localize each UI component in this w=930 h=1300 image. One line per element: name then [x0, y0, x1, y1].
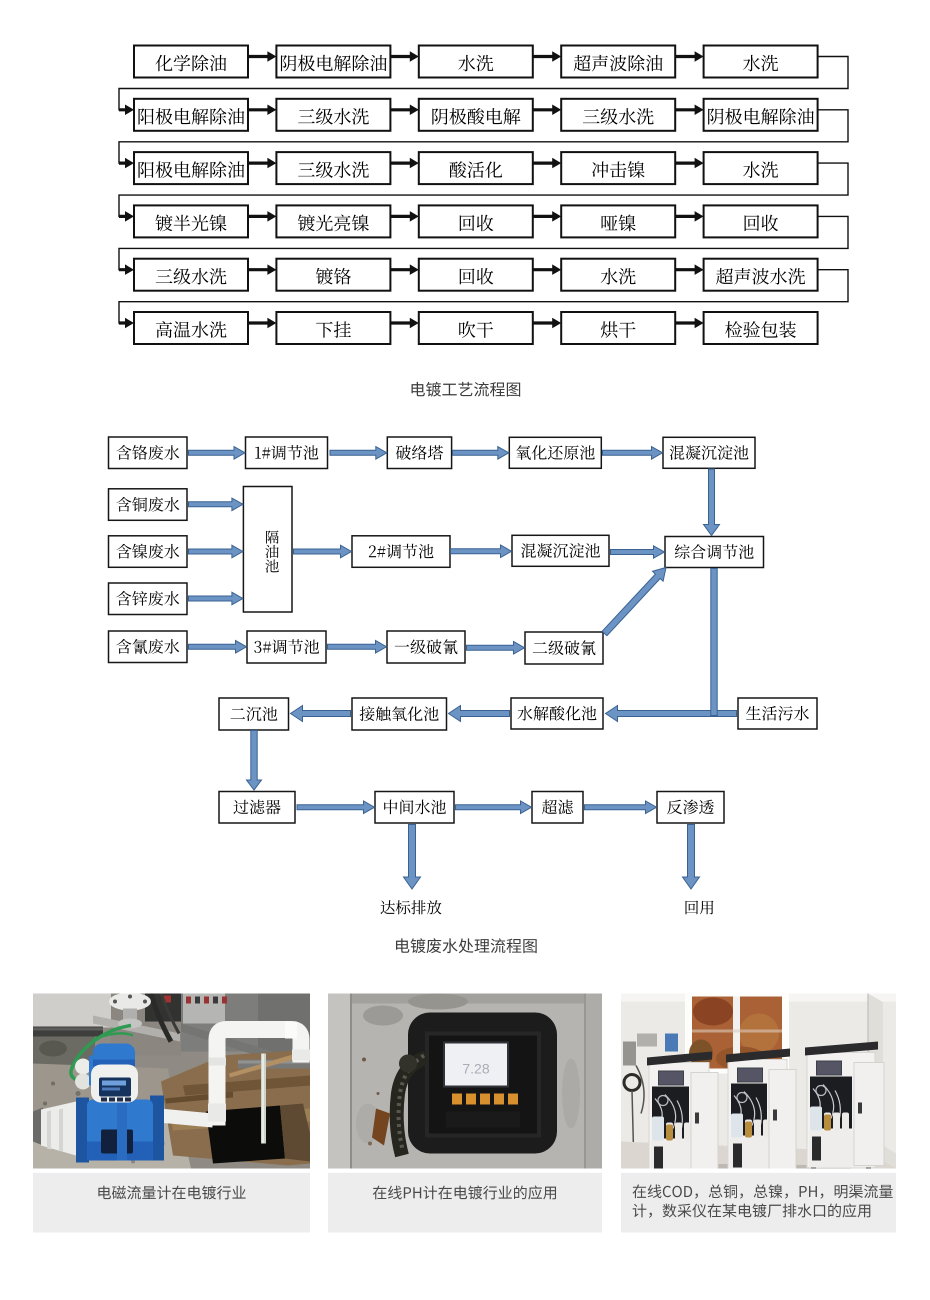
svg-text:7.28: 7.28: [462, 1061, 489, 1077]
